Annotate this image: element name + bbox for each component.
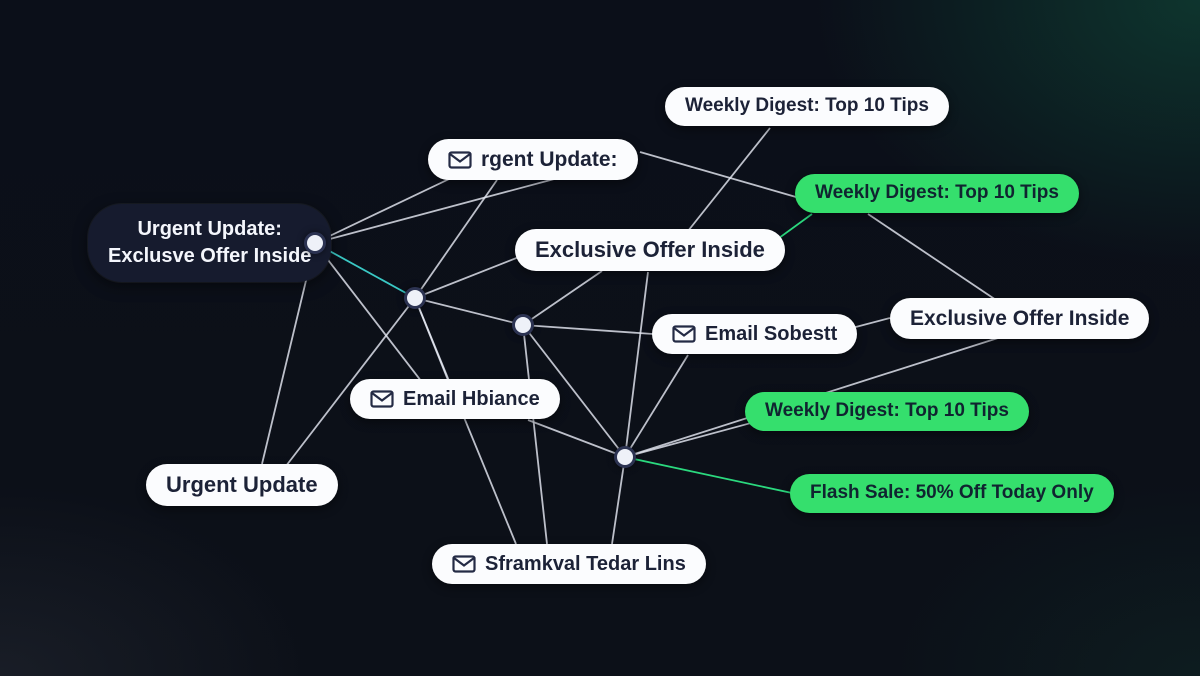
edge-line xyxy=(639,151,797,198)
graph-node xyxy=(304,232,326,254)
envelope-icon xyxy=(672,325,696,343)
edge-line xyxy=(314,242,416,299)
label-text: Urgent Update xyxy=(166,472,318,497)
edge-line xyxy=(522,324,548,545)
edge-line xyxy=(527,419,626,458)
label-urgent-update-envelope: rgent Update: xyxy=(428,139,638,181)
edge-line xyxy=(624,456,793,494)
label-exclusive-offer-center: Exclusive Offer Inside xyxy=(515,229,785,272)
edge-line xyxy=(611,456,626,545)
edge-line xyxy=(522,270,603,326)
edge-line xyxy=(314,242,429,391)
edge-line xyxy=(285,297,416,467)
label-line2: Exclusve Offer Inside xyxy=(108,245,312,267)
label-text: rgent Update: xyxy=(481,148,618,171)
label-weekly-digest-green-1: Weekly Digest: Top 10 Tips xyxy=(795,174,1079,213)
label-sframkval-tedar-lins: Sframkval Tedar Lins xyxy=(432,544,706,584)
edge-line xyxy=(867,213,997,301)
label-text: Weekly Digest: Top 10 Tips xyxy=(685,95,929,116)
label-weekly-digest-top: Weekly Digest: Top 10 Tips xyxy=(665,87,949,126)
edge-line xyxy=(624,354,689,458)
envelope-icon xyxy=(448,150,472,169)
edge-line xyxy=(687,127,771,232)
edge-line xyxy=(314,169,469,244)
graph-node xyxy=(404,287,426,309)
edge-line xyxy=(624,271,649,458)
label-text: Email Sobestt xyxy=(705,323,838,345)
label-email-sobestt: Email Sobestt xyxy=(652,314,858,354)
graph-node xyxy=(512,314,534,336)
label-urgent-update: Urgent Update xyxy=(146,464,338,507)
label-text: Weekly Digest: Top 10 Tips xyxy=(815,182,1059,203)
edge-line xyxy=(522,324,654,335)
label-weekly-digest-green-2: Weekly Digest: Top 10 Tips xyxy=(745,392,1029,431)
edge-line xyxy=(314,177,559,244)
edge-line xyxy=(414,179,498,299)
envelope-icon xyxy=(370,390,394,408)
edge-line xyxy=(414,297,517,545)
label-urgent-exclusive-dark: Urgent Update: Exclusve Offer Inside xyxy=(88,204,332,282)
label-text: Exclusive Offer Inside xyxy=(910,307,1130,330)
label-email-hbiance: Email Hbiance xyxy=(350,379,560,419)
label-text: Exclusive Offer Inside xyxy=(535,237,765,262)
envelope-icon xyxy=(452,555,476,573)
label-text: Weekly Digest: Top 10 Tips xyxy=(765,400,1009,421)
edge-line xyxy=(414,297,524,326)
label-flash-sale: Flash Sale: 50% Off Today Only xyxy=(790,474,1114,513)
label-text: Email Hbiance xyxy=(403,388,540,410)
label-text: Flash Sale: 50% Off Today Only xyxy=(810,482,1094,503)
graph-node xyxy=(614,446,636,468)
label-line1: Urgent Update: xyxy=(137,218,282,240)
label-text: Sframkval Tedar Lins xyxy=(485,553,686,575)
edge-line xyxy=(522,324,626,458)
label-exclusive-offer-right: Exclusive Offer Inside xyxy=(890,298,1150,340)
